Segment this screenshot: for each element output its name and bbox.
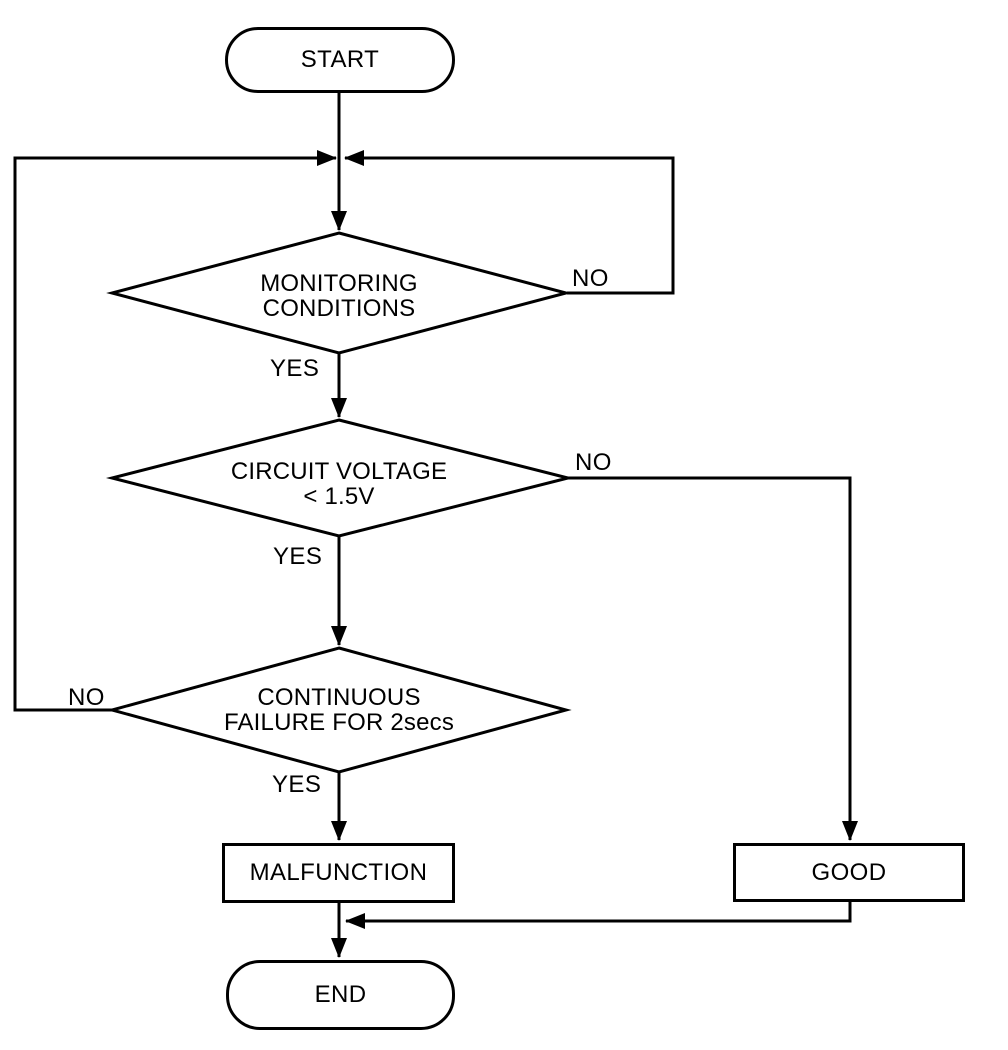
good-node: GOOD xyxy=(733,843,965,902)
start-label: START xyxy=(300,46,380,73)
end-label: END xyxy=(314,981,367,1008)
edge-label-continuous-yes: YES xyxy=(272,771,322,798)
edge-label-voltage-yes: YES xyxy=(273,543,323,570)
edge-continuous-no-loop xyxy=(13,150,337,712)
edge-label-voltage-no: NO xyxy=(575,449,612,476)
edge-label-monitoring-no: NO xyxy=(572,265,609,292)
edge-label-monitoring-yes: YES xyxy=(270,355,320,382)
decision-continuous-shape xyxy=(106,646,572,774)
edge-voltage-no-to-good xyxy=(568,476,858,841)
edge-group xyxy=(13,93,858,958)
decision-voltage-shape xyxy=(105,418,575,538)
decision-monitoring-shape xyxy=(106,231,572,355)
malfunction-label: MALFUNCTION xyxy=(249,859,428,886)
malfunction-node: MALFUNCTION xyxy=(222,843,455,903)
edge-good-to-end xyxy=(345,902,852,929)
good-label: GOOD xyxy=(811,858,887,886)
end-node: END xyxy=(226,960,455,1030)
edge-monitoring-no-loop xyxy=(344,150,675,295)
edge-label-continuous-no: NO xyxy=(68,684,105,711)
decision-shape-group xyxy=(105,231,575,774)
start-node: START xyxy=(225,27,455,93)
